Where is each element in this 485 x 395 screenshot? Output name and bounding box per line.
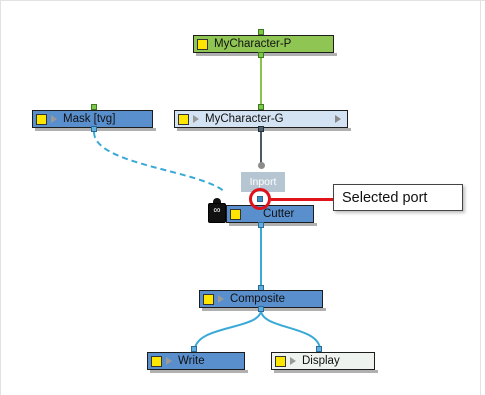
expand-arrow-icon[interactable] (166, 357, 172, 365)
expand-arrow-icon[interactable] (51, 115, 57, 123)
mask-outport[interactable] (91, 126, 97, 132)
callout-pointer-line (271, 198, 333, 201)
enable-toggle-icon[interactable] (203, 293, 214, 305)
link-mask-to-cutter (93, 131, 226, 193)
frame-border-right (480, 0, 481, 395)
node-label: Write (178, 355, 205, 367)
node-composite[interactable]: Composite (199, 290, 326, 311)
enable-toggle-icon[interactable] (178, 113, 189, 125)
node-display[interactable]: Display (271, 352, 378, 373)
selected-port-callout: Selected port (333, 184, 463, 211)
expand-arrow-icon[interactable] (193, 115, 199, 123)
frame-border-left (0, 0, 1, 395)
enter-group-arrow-icon[interactable] (335, 115, 341, 123)
cutter-lock-icon: ∞ (208, 198, 226, 223)
node-label: Mask [tvg] (63, 113, 116, 125)
write-inport[interactable] (191, 346, 197, 352)
node-write[interactable]: Write (147, 352, 248, 373)
enable-toggle-icon[interactable] (151, 355, 162, 367)
node-label: Composite (230, 293, 285, 305)
expand-arrow-icon[interactable] (290, 357, 296, 365)
mycharacter-g-outport[interactable] (258, 126, 264, 132)
mask-inport[interactable] (91, 104, 97, 110)
mycharacter-p-outport[interactable] (258, 52, 264, 58)
node-label: MyCharacter-G (205, 113, 284, 125)
node-cutter[interactable]: Cutter (226, 205, 317, 226)
node-label: MyCharacter-P (214, 38, 292, 50)
expand-arrow-icon[interactable] (218, 295, 224, 303)
link-composite-to-write (194, 309, 262, 351)
port-knob (258, 162, 265, 169)
enable-toggle-icon[interactable] (36, 113, 47, 125)
mycharacter-p-inport[interactable] (258, 29, 264, 35)
enable-toggle-icon[interactable] (230, 208, 241, 220)
enable-toggle-icon[interactable] (197, 38, 208, 50)
cutter-outport[interactable] (258, 222, 264, 228)
node-mycharacter-p[interactable]: MyCharacter-P (193, 35, 337, 56)
selected-port-highlight-ring (249, 188, 271, 210)
inport-tooltip: Inport (241, 172, 285, 192)
frame-border-top (0, 0, 485, 1)
node-label: Cutter (263, 208, 295, 220)
enable-toggle-icon[interactable] (275, 355, 286, 367)
link-composite-to-display (260, 309, 321, 351)
display-inport[interactable] (316, 346, 322, 352)
mycharacter-g-inport[interactable] (258, 104, 264, 110)
composite-outport[interactable] (258, 306, 264, 312)
node-label: Display (302, 355, 340, 367)
